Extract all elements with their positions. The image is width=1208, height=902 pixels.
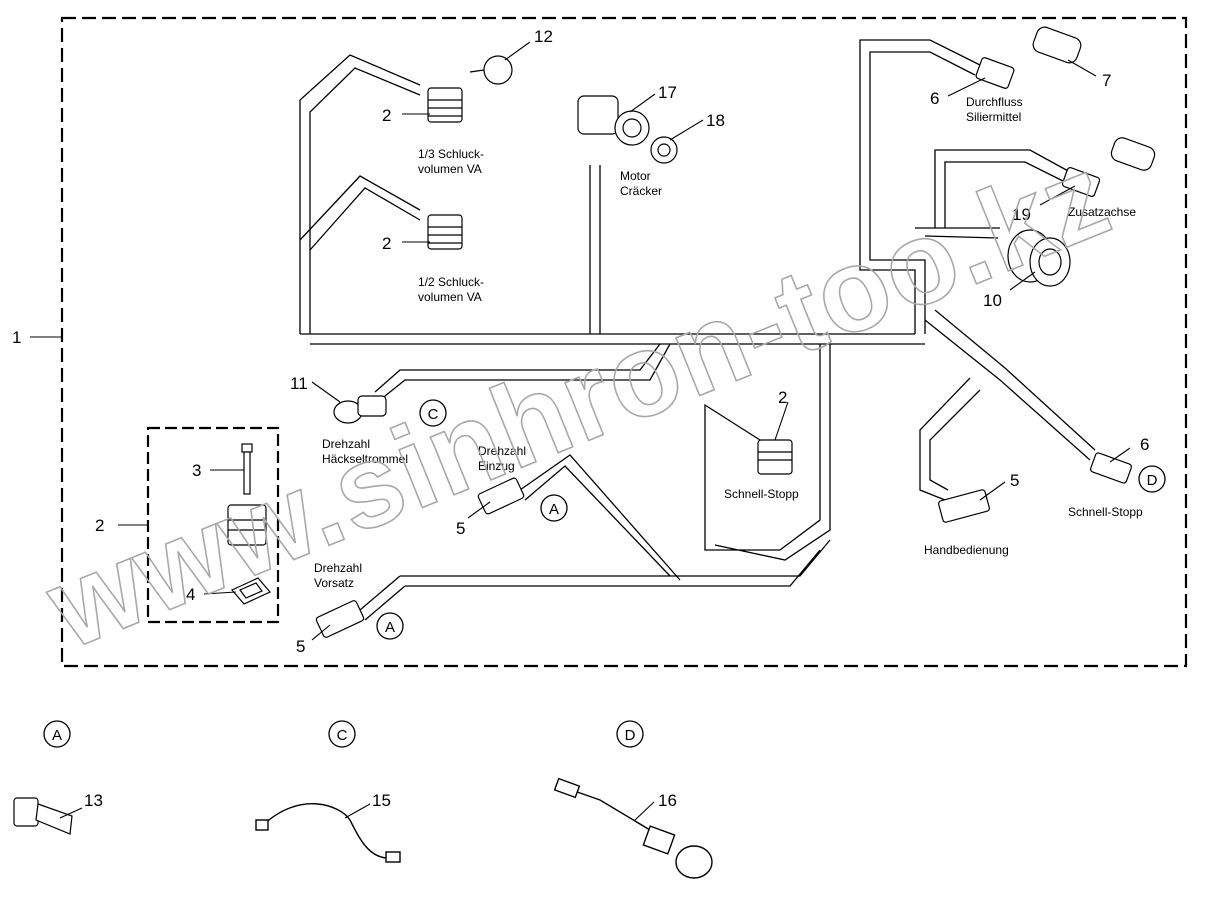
svg-text:C: C [337,727,348,744]
callout-2d: 2 [778,388,787,407]
caption-handbedienung: Handbedienung [924,543,1009,557]
svg-text:A: A [549,501,559,518]
callout-2b: 2 [382,234,391,253]
callout-5b: 5 [296,637,305,656]
callout-17: 17 [658,83,677,102]
caption-drehzahl-haecksel-line2: Häckseltrommel [322,452,408,466]
svg-text:D: D [1147,472,1158,489]
caption-drehzahl-vorsatz-line1: Drehzahl [314,561,362,575]
svg-text:A: A [52,727,62,744]
caption-durchfluss-line2: Siliermittel [966,110,1021,124]
callout-5a: 5 [456,519,465,538]
component-connector-5-vorsatz [315,600,365,638]
svg-text:D: D [625,727,636,744]
component-bolt-3 [241,443,253,495]
callout-12: 12 [534,27,553,46]
circled-ref-c-legend: C [328,720,356,748]
component-valve-schnellstopp [757,439,793,475]
circled-ref-c-main: C [419,399,447,427]
circled-ref-a-einzug: A [540,494,568,522]
callout-2c: 2 [95,516,104,535]
component-cable-15 [255,803,401,863]
caption-schluck12-line1: 1/2 Schluck- [418,275,484,289]
component-valve-top [427,87,463,123]
caption-motor-line1: Motor [620,169,651,183]
svg-text:C: C [428,406,439,423]
caption-durchfluss-line1: Durchfluss [966,95,1023,109]
caption-schnell-stopp-mid: Schnell-Stopp [724,487,799,501]
component-connector-5-hand [938,489,990,523]
circled-ref-d-legend: D [616,720,644,748]
callout-7: 7 [1102,71,1111,90]
callout-13: 13 [84,791,103,810]
component-plug-12 [469,55,513,85]
component-connector-11 [333,395,387,424]
callout-19: 19 [1012,205,1031,224]
callout-10: 10 [983,291,1002,310]
watermark-text: www.sinhron-too.kz [29,128,1127,674]
callout-15: 15 [372,791,391,810]
component-connector-18 [650,136,678,164]
component-cable-16 [553,777,713,879]
leader-lines [30,41,1131,821]
callout-16: 16 [658,791,677,810]
caption-drehzahl-einzug-line1: Drehzahl [478,444,526,458]
callout-18: 18 [706,111,725,130]
callout-6b: 6 [1140,435,1149,454]
svg-text:A: A [385,619,395,636]
assembly-frame [60,16,1188,668]
caption-motor-line2: Cräcker [620,184,662,198]
caption-drehzahl-haecksel-line1: Drehzahl [322,437,370,451]
callout-5c: 5 [1010,471,1019,490]
callout-6a: 6 [930,89,939,108]
component-valve-2-sub [227,504,267,546]
component-connector-19 [1061,137,1156,197]
component-connector-10 [1007,229,1071,287]
circled-ref-d-main: D [1138,465,1166,493]
caption-schluck13-line2: volumen VA [418,162,482,176]
caption-schluck13-line1: 1/3 Schluck- [418,147,484,161]
callout-1: 1 [12,328,21,347]
component-connector-7 [1032,26,1082,64]
circled-ref-a-vorsatz: A [376,612,404,640]
circled-ref-a-legend: A [43,720,71,748]
callout-3: 3 [192,461,201,480]
caption-schluck12-line2: volumen VA [418,290,482,304]
component-connector-17 [577,95,650,146]
callout-11: 11 [290,374,308,393]
caption-schnell-stopp-right: Schnell-Stopp [1068,505,1143,519]
harness-cables [299,39,1096,621]
component-valve-mid [427,214,463,250]
caption-drehzahl-einzug-line2: Einzug [478,459,515,473]
component-connector-6-top [975,57,1015,89]
callout-4: 4 [186,585,195,604]
component-adapter-13 [13,797,73,835]
caption-zusatzachse: Zusatzachse [1068,205,1136,219]
component-gasket-4 [231,577,271,605]
component-connector-5-einzug [477,477,525,515]
callout-2a: 2 [382,106,391,125]
caption-drehzahl-vorsatz-line2: Vorsatz [314,576,354,590]
component-connector-6-right [1089,452,1133,484]
